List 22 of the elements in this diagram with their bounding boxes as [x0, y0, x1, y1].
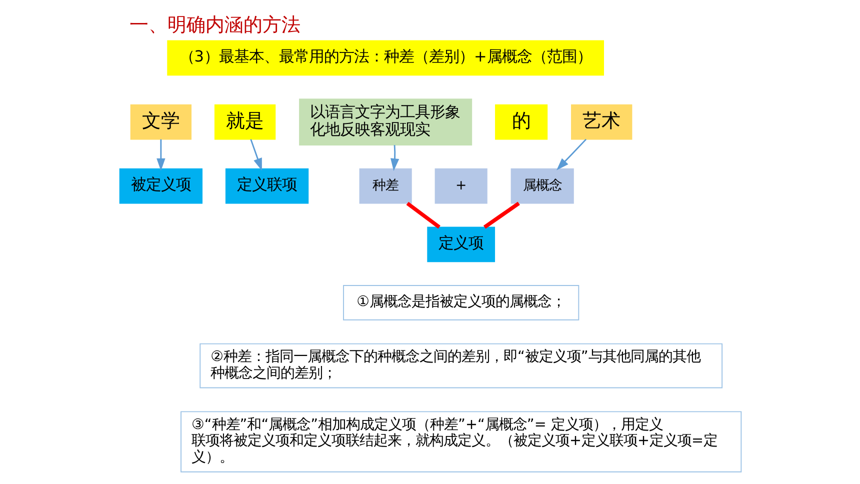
node-box: 以语言文字为工具形象化地反映客观现实	[298, 98, 472, 146]
connector	[482, 202, 520, 229]
arrow	[390, 145, 399, 171]
node-box: 被定义项	[118, 168, 202, 204]
diagram-title: 一、明确内涵的方法	[128, 13, 300, 36]
connector	[406, 202, 440, 229]
node-box: 种差	[358, 168, 412, 204]
node-box: +	[434, 168, 487, 204]
node-box: 的	[494, 104, 548, 140]
node-box: 文学	[130, 104, 192, 140]
node-box: （3）最基本、最常用的方法：种差（差别）+属概念（范围）	[166, 40, 604, 76]
arrow	[250, 139, 262, 171]
node-box: ③“种差”和“属概念”相加构成定义项（种差”+“属概念”= 定义项），用定义联项将被定义项和定义项联结起来，就构成定义。（被定义项+定义联项+定义项=定义）。	[180, 411, 742, 472]
node-box: 属概念	[510, 168, 574, 204]
node-box: 艺术	[570, 104, 632, 140]
arrow	[156, 139, 165, 171]
arrow	[556, 138, 586, 170]
node-box: ①属概念是指被定义项的属概念；	[342, 285, 579, 320]
node-box: 就是	[214, 104, 276, 140]
node-box: ②种差：指同一属概念下的种概念之间的差别，即“被定义项”与其他同属的其他种概念之间的差别；	[199, 343, 722, 388]
node-box: 定义项	[426, 226, 495, 262]
node-box: 定义联项	[224, 168, 308, 204]
